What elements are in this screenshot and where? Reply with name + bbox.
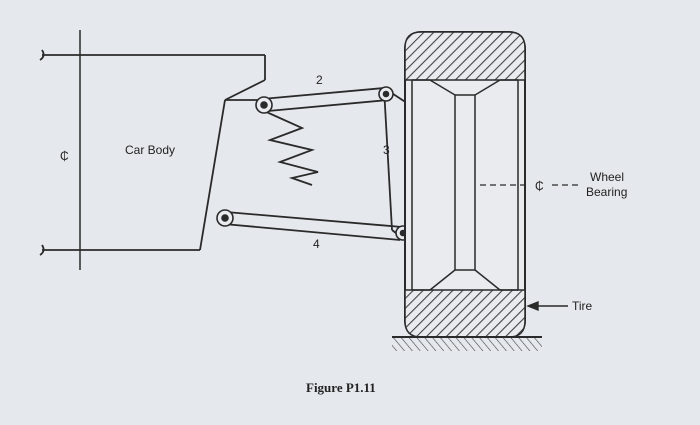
tire-tread-bottom bbox=[404, 289, 526, 338]
pivots bbox=[216, 86, 411, 241]
wheel-bearing-label-line1: Wheel bbox=[590, 170, 624, 184]
car-body-frame bbox=[39, 49, 266, 256]
link-3-label: 3 bbox=[383, 143, 390, 157]
wheel-bearing-label-line2: Bearing bbox=[586, 185, 627, 199]
wheel-assembly bbox=[404, 31, 526, 338]
tire-leader-arrow bbox=[526, 300, 568, 312]
wheel-hub bbox=[429, 79, 456, 291]
ground bbox=[392, 336, 542, 351]
link-2 bbox=[261, 87, 389, 112]
link-2-label: 2 bbox=[316, 73, 323, 87]
car-body-label: Car Body bbox=[125, 143, 175, 157]
figure-caption: Figure P1.11 bbox=[306, 380, 376, 395]
suspension-spring bbox=[261, 109, 319, 186]
tire-tread-top bbox=[404, 31, 526, 81]
link-4-label: 4 bbox=[313, 237, 320, 251]
car-body-centerline-symbol: ₵ bbox=[60, 149, 69, 163]
link-4 bbox=[223, 211, 403, 241]
tire-label: Tire bbox=[572, 299, 593, 313]
wheel-bearing-centerline-symbol: ₵ bbox=[535, 179, 544, 193]
